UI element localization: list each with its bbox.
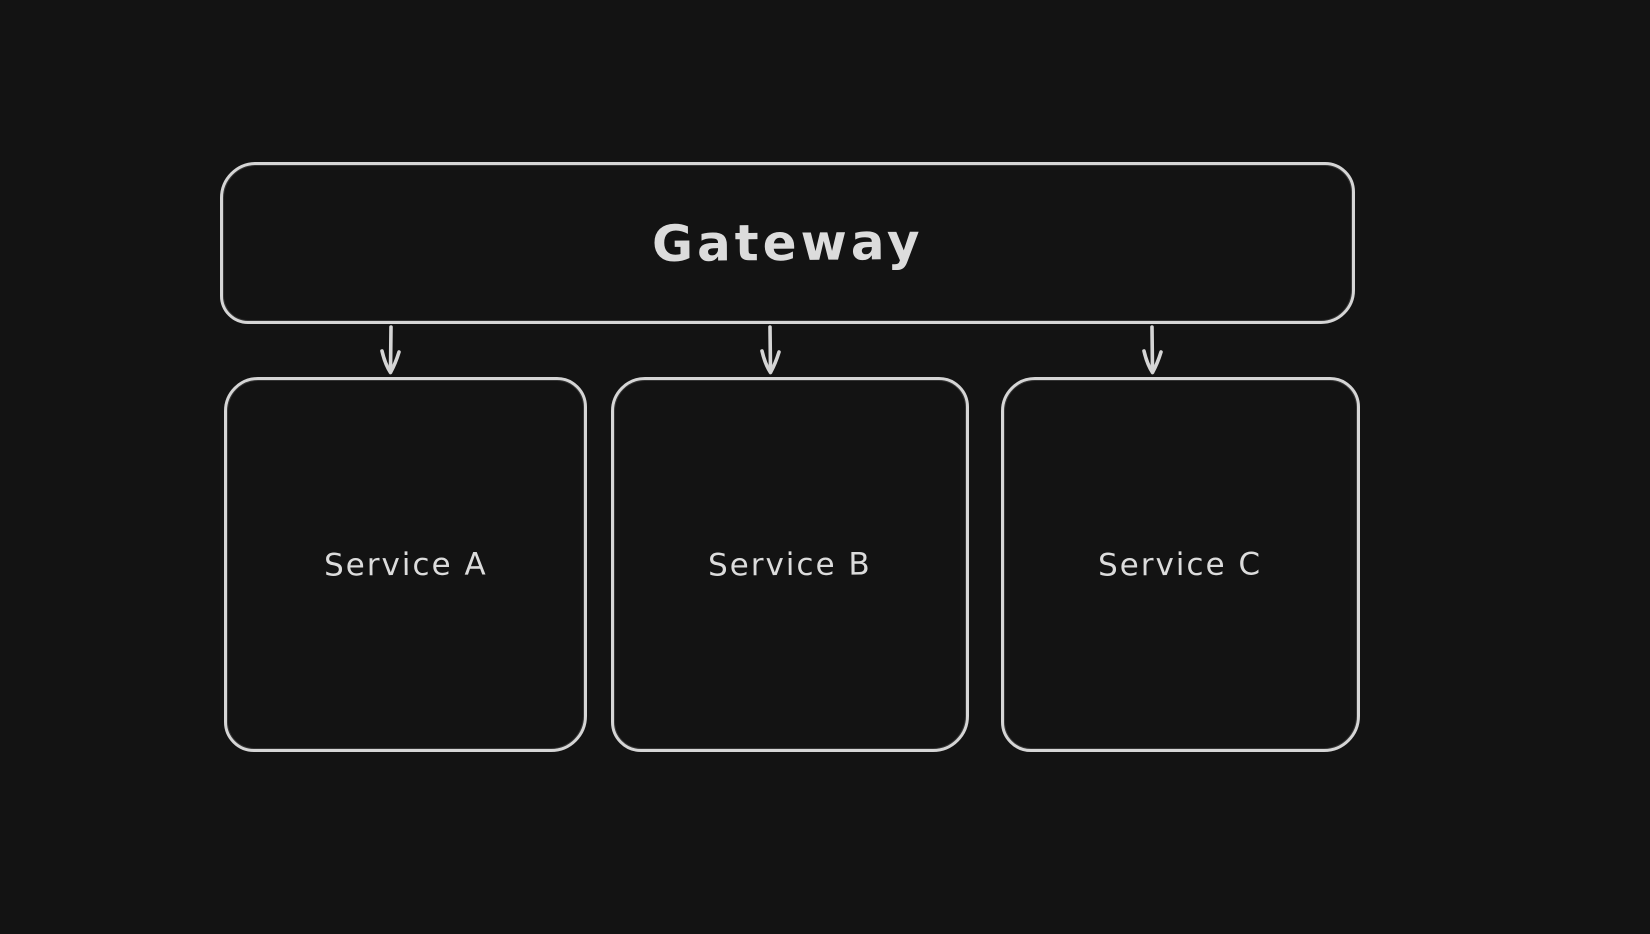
arrow-gateway-to-service-b <box>760 325 781 375</box>
node-service-a: Service A <box>224 377 587 752</box>
arrow-gateway-to-service-c <box>1142 325 1163 375</box>
node-gateway-label: Gateway <box>651 213 924 273</box>
arrow-gateway-to-service-a <box>380 325 401 375</box>
node-gateway: Gateway <box>220 162 1355 324</box>
node-service-c: Service C <box>1001 377 1360 752</box>
node-service-b-label: Service B <box>708 545 872 584</box>
node-service-b: Service B <box>611 377 969 752</box>
node-service-c-label: Service C <box>1098 545 1263 584</box>
node-service-a-label: Service A <box>323 545 488 584</box>
